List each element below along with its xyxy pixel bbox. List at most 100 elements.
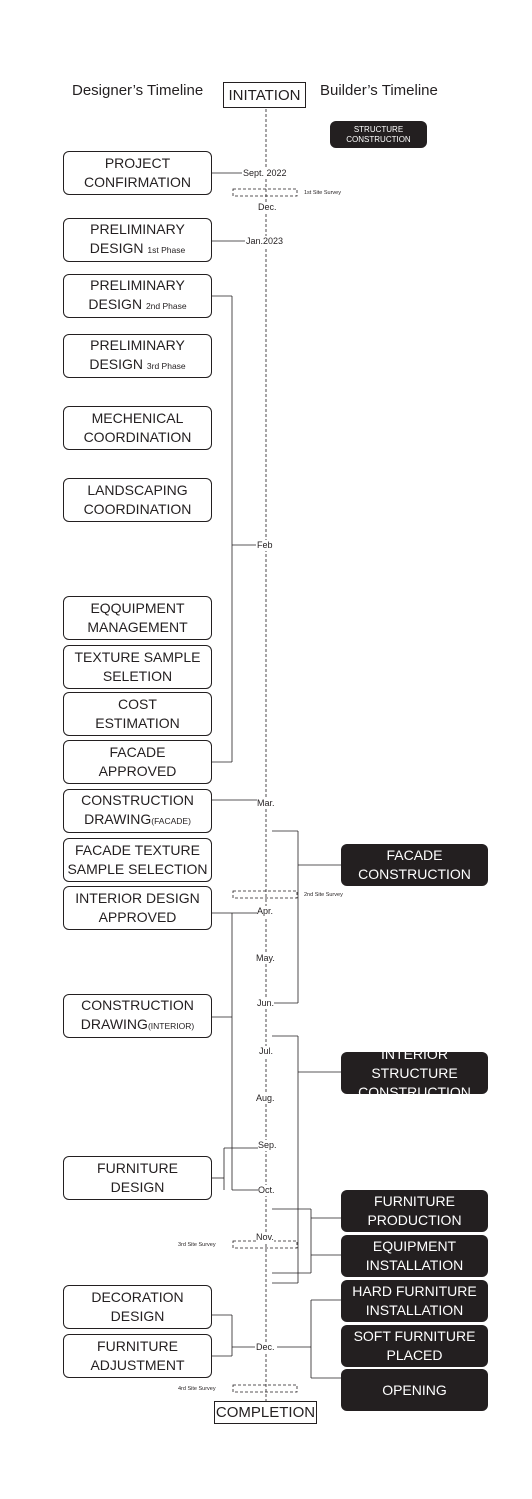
step-cost-estimation: COST ESTIMATION bbox=[63, 692, 212, 736]
builder-hard-furniture-installation: HARD FURNITURE INSTALLATION bbox=[341, 1280, 488, 1322]
tick-label: Nov. bbox=[256, 1232, 274, 1243]
step-texture-sample-seletion: TEXTURE SAMPLE SELETION bbox=[63, 645, 212, 689]
builder-line2: PLACED bbox=[386, 1347, 443, 1363]
step-line2: COORDINATION bbox=[83, 501, 192, 517]
step-line1: PRELIMINARY bbox=[90, 221, 185, 237]
step-preliminary-design-1: PRELIMINARY DESIGN 1st Phase bbox=[63, 218, 212, 262]
builder-line2: PRODUCTION bbox=[367, 1212, 462, 1228]
step-furniture-design: FURNITURE DESIGN bbox=[63, 1156, 212, 1200]
step-preliminary-design-2: PRELIMINARY DESIGN 2nd Phase bbox=[63, 274, 212, 318]
tick-label: Jan.2023 bbox=[246, 236, 284, 247]
completion-box: COMPLETION bbox=[214, 1401, 317, 1424]
step-line2: DESIGN bbox=[110, 1308, 165, 1324]
site-survey-label: 4rd Site Survey bbox=[178, 1386, 216, 1392]
step-line1: FURNITURE bbox=[97, 1338, 178, 1354]
tick-label: Sept. 2022 bbox=[243, 168, 287, 179]
step-line1: LANDSCAPING bbox=[87, 482, 188, 498]
step-line1: PROJECT bbox=[104, 155, 171, 171]
builder-equipment-installation: EQUIPMENT INSTALLATION bbox=[341, 1235, 488, 1277]
step-interior-design-approved: INTERIOR DESIGN APPROVED bbox=[63, 886, 212, 930]
step-sub: 3rd Phase bbox=[146, 361, 186, 371]
step-line1: DECORATION bbox=[91, 1289, 184, 1305]
step-construction-drawing-interior: CONSTRUCTION DRAWING(INTERIOR) bbox=[63, 994, 212, 1038]
tick-label: Dec. bbox=[258, 202, 277, 213]
site-survey-label: 2nd Site Survey bbox=[304, 892, 343, 898]
step-line1: PRELIMINARY bbox=[90, 337, 185, 353]
step-line1: CONSTRUCTION bbox=[81, 792, 194, 808]
tick-label: Jun. bbox=[257, 998, 275, 1009]
tick-label: Mar. bbox=[257, 798, 275, 809]
builder-line1: OPENING bbox=[382, 1381, 447, 1398]
step-line2: APPROVED bbox=[98, 763, 177, 779]
step-line2: COORDINATION bbox=[83, 429, 192, 445]
step-line1: FACADE bbox=[109, 744, 166, 760]
builder-line1: FACADE bbox=[386, 847, 443, 863]
builder-opening: OPENING bbox=[341, 1369, 488, 1411]
builder-line1: STRUCTURE bbox=[353, 124, 404, 134]
step-line1: CONSTRUCTION bbox=[81, 997, 194, 1013]
step-line1: TEXTURE SAMPLE bbox=[74, 649, 201, 665]
tick-label: Jul. bbox=[259, 1046, 274, 1057]
tick-label: Sep. bbox=[258, 1140, 277, 1151]
builder-line1: EQUIPMENT bbox=[372, 1238, 457, 1254]
site-survey-label: 3rd Site Survey bbox=[178, 1242, 216, 1248]
tick-label: May. bbox=[256, 953, 275, 964]
step-line2: DESIGN bbox=[88, 296, 143, 312]
step-decoration-design: DECORATION DESIGN bbox=[63, 1285, 212, 1329]
builder-line1: INTERIOR STRUCTURE bbox=[371, 1045, 458, 1081]
step-line2: DESIGN bbox=[110, 1179, 165, 1195]
builder-line1: HARD FURNITURE bbox=[352, 1283, 477, 1299]
builder-structure-construction: STRUCTURE CONSTRUCTION bbox=[330, 121, 427, 148]
builder-line2: INSTALLATION bbox=[365, 1302, 464, 1318]
builder-furniture-production: FURNITURE PRODUCTION bbox=[341, 1190, 488, 1232]
tick-label: Dec. bbox=[256, 1342, 275, 1353]
builder-soft-furniture-placed: SOFT FURNITURE PLACED bbox=[341, 1325, 488, 1367]
builder-interior-structure-construction: INTERIOR STRUCTURE CONSTRUCTION bbox=[341, 1046, 488, 1100]
step-line2: ESTIMATION bbox=[95, 715, 180, 731]
initiation-box: INITATION bbox=[223, 82, 306, 108]
step-line2: DESIGN bbox=[89, 356, 144, 372]
step-line1: MECHENICAL bbox=[91, 410, 184, 426]
step-sub: (FACADE) bbox=[151, 816, 191, 826]
designer-timeline-heading: Designer’s Timeline bbox=[72, 82, 204, 99]
step-furniture-adjustment: FURNITURE ADJUSTMENT bbox=[63, 1334, 212, 1378]
step-preliminary-design-3: PRELIMINARY DESIGN 3rd Phase bbox=[63, 334, 212, 378]
step-line1: FACADE TEXTURE bbox=[75, 842, 200, 858]
step-line2: DESIGN bbox=[89, 240, 144, 256]
builder-line1: SOFT FURNITURE bbox=[353, 1328, 476, 1344]
step-line2: MANAGEMENT bbox=[87, 619, 188, 635]
builder-facade-construction: FACADE CONSTRUCTION bbox=[341, 844, 488, 886]
step-sub: 1st Phase bbox=[147, 245, 186, 255]
step-line2: DRAWING bbox=[84, 811, 152, 827]
step-line2: CONFIRMATION bbox=[83, 174, 192, 190]
step-line1: COST bbox=[118, 696, 157, 712]
builder-timeline-heading: Builder’s Timeline bbox=[320, 82, 438, 99]
step-facade-texture-sample-selection: FACADE TEXTURE SAMPLE SELECTION bbox=[63, 838, 212, 882]
step-line2: ADJUSTMENT bbox=[90, 1357, 185, 1373]
builder-line2: CONSTRUCTION bbox=[358, 1083, 471, 1100]
step-line2: SELETION bbox=[102, 668, 173, 684]
tick-label: Oct. bbox=[258, 1185, 275, 1196]
step-line2: SAMPLE SELECTION bbox=[67, 861, 208, 877]
step-line1: EQQUIPMENT bbox=[90, 600, 185, 616]
step-sub: (INTERIOR) bbox=[147, 1021, 195, 1031]
tick-label: Aug. bbox=[256, 1093, 275, 1104]
step-construction-drawing-facade: CONSTRUCTION DRAWING(FACADE) bbox=[63, 789, 212, 833]
step-line2: APPROVED bbox=[98, 909, 177, 925]
step-eqquipment-management: EQQUIPMENT MANAGEMENT bbox=[63, 596, 212, 640]
tick-label: Apr. bbox=[257, 906, 274, 917]
step-sub: 2nd Phase bbox=[145, 301, 187, 311]
step-project-confirmation: PROJECT CONFIRMATION bbox=[63, 151, 212, 195]
step-line2: DRAWING bbox=[80, 1016, 148, 1032]
tick-label: Feb bbox=[257, 540, 273, 551]
step-landscaping-coordination: LANDSCAPING COORDINATION bbox=[63, 478, 212, 522]
builder-line2: INSTALLATION bbox=[365, 1257, 464, 1273]
step-line1: FURNITURE bbox=[97, 1160, 178, 1176]
step-line1: INTERIOR DESIGN bbox=[75, 890, 200, 906]
step-facade-approved: FACADE APPROVED bbox=[63, 740, 212, 784]
step-line1: PRELIMINARY bbox=[90, 277, 185, 293]
builder-line2: CONSTRUCTION bbox=[358, 866, 471, 882]
builder-line2: CONSTRUCTION bbox=[346, 134, 411, 144]
builder-line1: FURNITURE bbox=[374, 1193, 455, 1209]
step-mechenical-coordination: MECHENICAL COORDINATION bbox=[63, 406, 212, 450]
